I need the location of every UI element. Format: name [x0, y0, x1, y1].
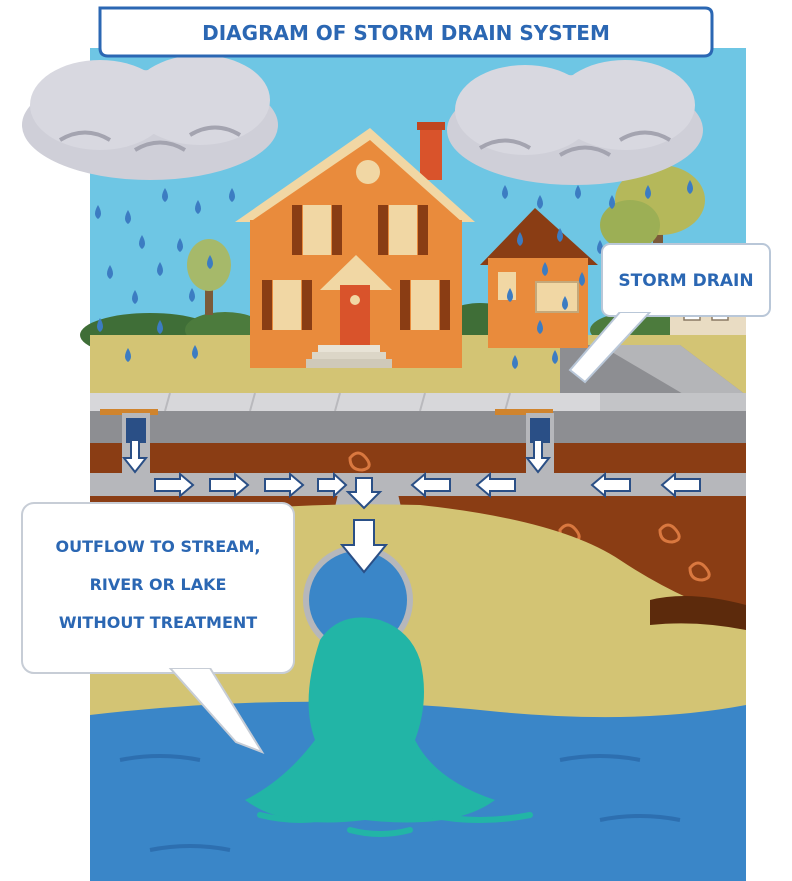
arrow-icon [317, 471, 348, 499]
cloud-icon [22, 55, 278, 180]
storm-drain-label: STORM DRAIN [618, 271, 753, 291]
outflow-callout: OUTFLOW TO STREAM, RIVER OR LAKE WITHOUT… [21, 502, 295, 754]
page-title: DIAGRAM OF STORM DRAIN SYSTEM [202, 21, 610, 45]
soil-layer [90, 443, 746, 473]
outflow-label-line-1: OUTFLOW TO STREAM, [55, 537, 260, 556]
storm-drain-callout: STORM DRAIN [568, 243, 771, 384]
arrow-icon [524, 439, 552, 474]
arrow-icon [264, 471, 305, 499]
house-icon [480, 208, 598, 348]
arrow-icon [410, 471, 451, 499]
arrow-icon [339, 519, 389, 574]
arrow-icon [121, 439, 149, 474]
outflow-label-line-3: WITHOUT TREATMENT [59, 613, 257, 632]
road [90, 411, 746, 443]
title-banner: DIAGRAM OF STORM DRAIN SYSTEM [98, 6, 714, 58]
flow-arrows [121, 439, 701, 574]
house-icon [235, 122, 475, 368]
arrow-icon [660, 471, 701, 499]
arrow-icon [209, 471, 250, 499]
arrow-icon [154, 471, 195, 499]
arrow-icon [590, 471, 631, 499]
arrow-icon [345, 477, 383, 510]
outflow-water [245, 617, 495, 823]
arrow-icon [475, 471, 516, 499]
outflow-label-line-2: RIVER OR LAKE [90, 575, 227, 594]
rain [95, 180, 693, 369]
cloud-icon [447, 60, 703, 185]
sidewalk [90, 393, 600, 411]
